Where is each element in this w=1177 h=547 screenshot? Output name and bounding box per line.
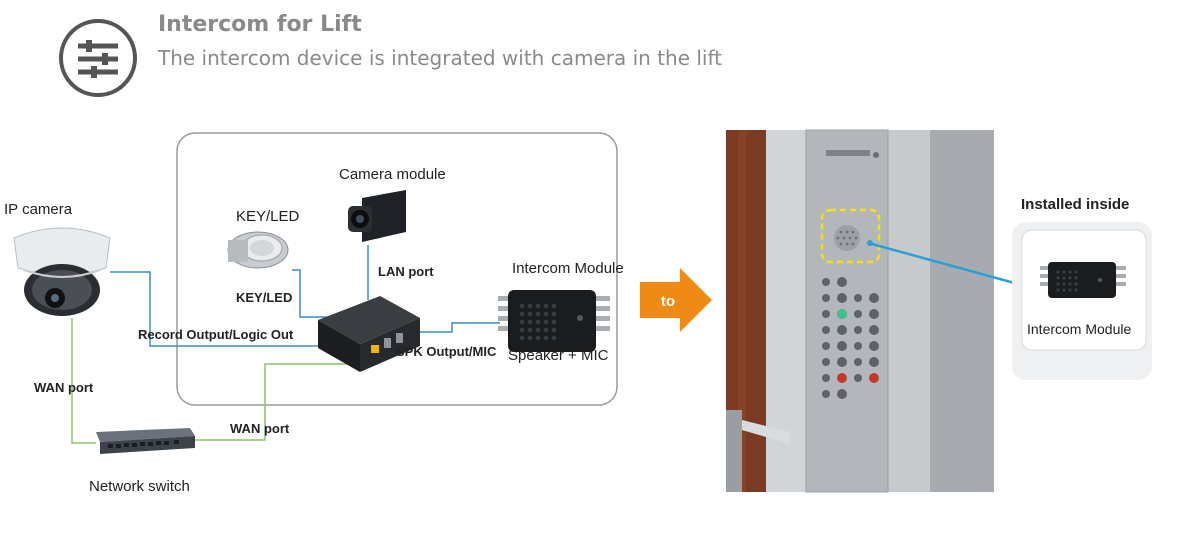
elevator-photo — [726, 129, 994, 493]
intercom-system-box — [176, 132, 618, 406]
network-switch-label: Network switch — [89, 478, 190, 495]
installed-inside-label: Installed inside — [1021, 196, 1130, 213]
camera-module-device — [348, 190, 406, 242]
ip-camera-device — [13, 227, 111, 316]
key-led-port-label: KEY/LED — [236, 290, 293, 305]
arrow-label: to — [661, 293, 675, 310]
arrow-right-icon — [640, 268, 712, 332]
spk-output-label: SPK Output/MIC — [396, 344, 497, 359]
wire-key-led — [292, 269, 330, 318]
intercom-module-label: Intercom Module — [512, 260, 624, 277]
wan-port-bottom-label: WAN port — [230, 421, 290, 436]
speaker-highlight — [820, 208, 881, 264]
page-subtitle: The intercom device is integrated with c… — [158, 46, 723, 70]
ip-camera-label: IP camera — [4, 201, 73, 218]
record-output-label: Record Output/Logic Out — [138, 327, 294, 342]
lan-port-label: LAN port — [378, 264, 434, 279]
wire-wan-camera — [71, 318, 96, 444]
wire-record-output — [110, 271, 340, 347]
sliders-icon — [59, 19, 137, 97]
wire-spk — [420, 322, 500, 333]
speaker-mic-label: Speaker + MIC — [508, 347, 609, 364]
key-led-label: KEY/LED — [236, 208, 300, 225]
inset-card — [1012, 222, 1152, 380]
controller-device — [318, 296, 420, 372]
network-switch-device — [96, 428, 195, 454]
wan-port-left-label: WAN port — [34, 380, 94, 395]
camera-module-label: Camera module — [339, 166, 446, 183]
intercom-module-device — [498, 290, 610, 352]
key-led-device — [227, 231, 289, 269]
page-title: Intercom for Lift — [158, 12, 362, 37]
inset-intercom-module-label: Intercom Module — [1027, 321, 1132, 337]
